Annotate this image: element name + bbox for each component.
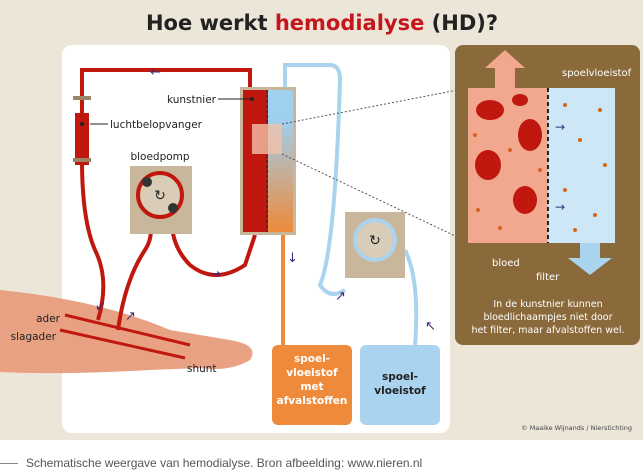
fresh-jug (360, 345, 440, 425)
diagram-title: Hoe werkt hemodialyse (HD)? (146, 11, 498, 35)
label-shunt: shunt (187, 363, 217, 375)
rotate-icon: ↻ (369, 233, 381, 249)
blood-cells (475, 94, 542, 214)
arrow-up-icon (485, 50, 525, 88)
svg-text:↓: ↓ (287, 251, 298, 266)
caption-text: Schematische weergave van hemodialyse. B… (26, 456, 423, 470)
arrow-down-icon (568, 243, 612, 275)
zoom-connectors (281, 87, 469, 243)
label-bloedpomp: bloedpomp (130, 151, 189, 163)
svg-text:→: → (555, 120, 565, 134)
arm (0, 290, 253, 374)
svg-text:→: → (210, 267, 221, 282)
blood-vessels (59, 313, 191, 360)
label-kunstnier: kunstnier (167, 94, 217, 106)
label-slagader: slagader (11, 331, 57, 343)
label-luchtbelopvanger: luchtbelopvanger (110, 119, 203, 131)
flow-arrows: ← → ↓ ↗ ↖ ↙ ↗ (95, 65, 436, 334)
dialysate-tubing (281, 63, 419, 346)
label-filter: filter (536, 272, 560, 283)
svg-text:↖: ↖ (425, 319, 436, 334)
svg-text:←: ← (150, 65, 161, 80)
hemodialysis-diagram: Hoe werkt hemodialyse (HD)? luchtbelopva… (0, 0, 643, 440)
svg-text:↗: ↗ (125, 309, 136, 324)
label-spoelvloeistof: spoelvloeistof (562, 68, 632, 79)
svg-text:→: → (555, 200, 565, 214)
waste-jug (272, 345, 352, 425)
label-ader: ader (36, 313, 61, 325)
label-bloed: bloed (492, 258, 520, 269)
credit: © Maaike Wijnands / Nierstichting (521, 424, 632, 432)
label-fresh-jug: spoel-vloeistof (374, 371, 426, 397)
svg-text:↗: ↗ (335, 289, 346, 304)
svg-text:↙: ↙ (95, 299, 106, 314)
figure-caption: Schematische weergave van hemodialyse. B… (0, 452, 643, 474)
rotate-icon: ↻ (154, 188, 166, 204)
waste-particles (473, 103, 607, 232)
air-trap (75, 113, 89, 165)
diffusion-arrows: →→ (555, 120, 565, 214)
caption-divider (0, 462, 18, 464)
